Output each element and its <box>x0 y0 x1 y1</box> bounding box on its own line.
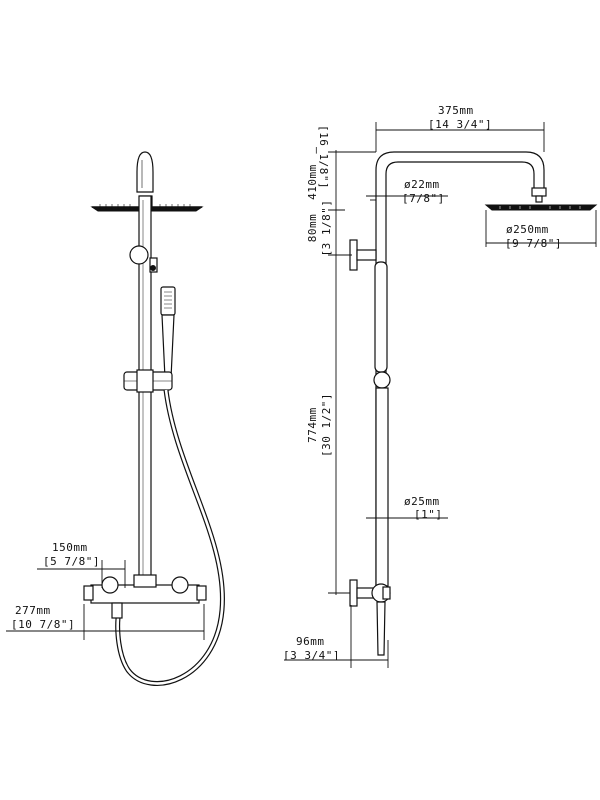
dim-inlet-centers: 150mm [5 7/8"] <box>37 541 126 588</box>
dim-arm-height: [16 1/8"] — 410mm <box>306 125 376 595</box>
dim-riser-height-imperial: [30 1/2"] <box>320 393 333 457</box>
side-view: 375mm [14 3/4"] [16 1/8"] — 410mm 80mm [… <box>283 104 598 668</box>
front-hand-shower <box>160 286 176 379</box>
side-lower-pipe <box>373 261 391 587</box>
dim-holder-offset-metric: 80mm <box>306 214 319 243</box>
dim-arm-height-imperial: [16 1/8"] <box>317 125 330 189</box>
dim-head-diameter-imperial: [9 7/8"] <box>505 237 562 250</box>
dim-pipe-bottom: ø25mm [1"] <box>366 495 448 524</box>
dim-separator: — <box>309 146 322 153</box>
dim-pipe-top-imperial: [7/8"] <box>402 192 445 205</box>
dim-arm-width-imperial: [14 3/4"] <box>428 118 492 131</box>
dim-wall-depth-imperial: [3 3/4"] <box>283 649 340 662</box>
dim-head-diameter: ø250mm [9 7/8"] <box>485 210 597 250</box>
dim-riser-height: 774mm [30 1/2"] <box>306 393 333 457</box>
front-top-arm <box>136 151 154 193</box>
dim-wall-depth: 96mm [3 3/4"] <box>283 605 389 668</box>
side-overhead-arm <box>375 151 547 590</box>
dim-inlet-centers-metric: 150mm <box>52 541 88 554</box>
dim-pipe-top: ø22mm [7/8"] <box>366 178 448 205</box>
dim-arm-width: 375mm [14 3/4"] <box>375 104 545 152</box>
dim-mixer-width-metric: 277mm <box>15 604 51 617</box>
front-thermostatic-mixer <box>83 574 207 619</box>
side-mixer <box>349 579 391 656</box>
dim-arm-width-metric: 375mm <box>438 104 474 117</box>
dim-wall-depth-metric: 96mm <box>296 635 325 648</box>
front-wall-bracket <box>129 245 158 273</box>
side-wall-bracket <box>349 239 377 271</box>
dim-pipe-bottom-metric: ø25mm <box>404 495 440 508</box>
side-shower-head <box>484 204 598 211</box>
front-hose <box>115 389 225 686</box>
dim-pipe-bottom-imperial: [1"] <box>414 508 443 521</box>
dim-arm-height-metric: 410mm <box>306 164 319 200</box>
dim-riser-height-metric: 774mm <box>306 407 319 443</box>
dim-holder-offset: 80mm [3 1/8"] <box>306 200 333 257</box>
front-view: 150mm [5 7/8"] 277mm [10 7/8"] <box>6 151 225 686</box>
dim-holder-offset-imperial: [3 1/8"] <box>320 200 333 257</box>
dim-mixer-width-imperial: [10 7/8"] <box>11 618 75 631</box>
dim-pipe-top-metric: ø22mm <box>404 178 440 191</box>
front-slide-holder <box>123 369 173 393</box>
dim-head-diameter-metric: ø250mm <box>506 223 549 236</box>
dim-mixer-width: 277mm [10 7/8"] <box>6 604 205 640</box>
dim-inlet-centers-imperial: [5 7/8"] <box>43 555 100 568</box>
